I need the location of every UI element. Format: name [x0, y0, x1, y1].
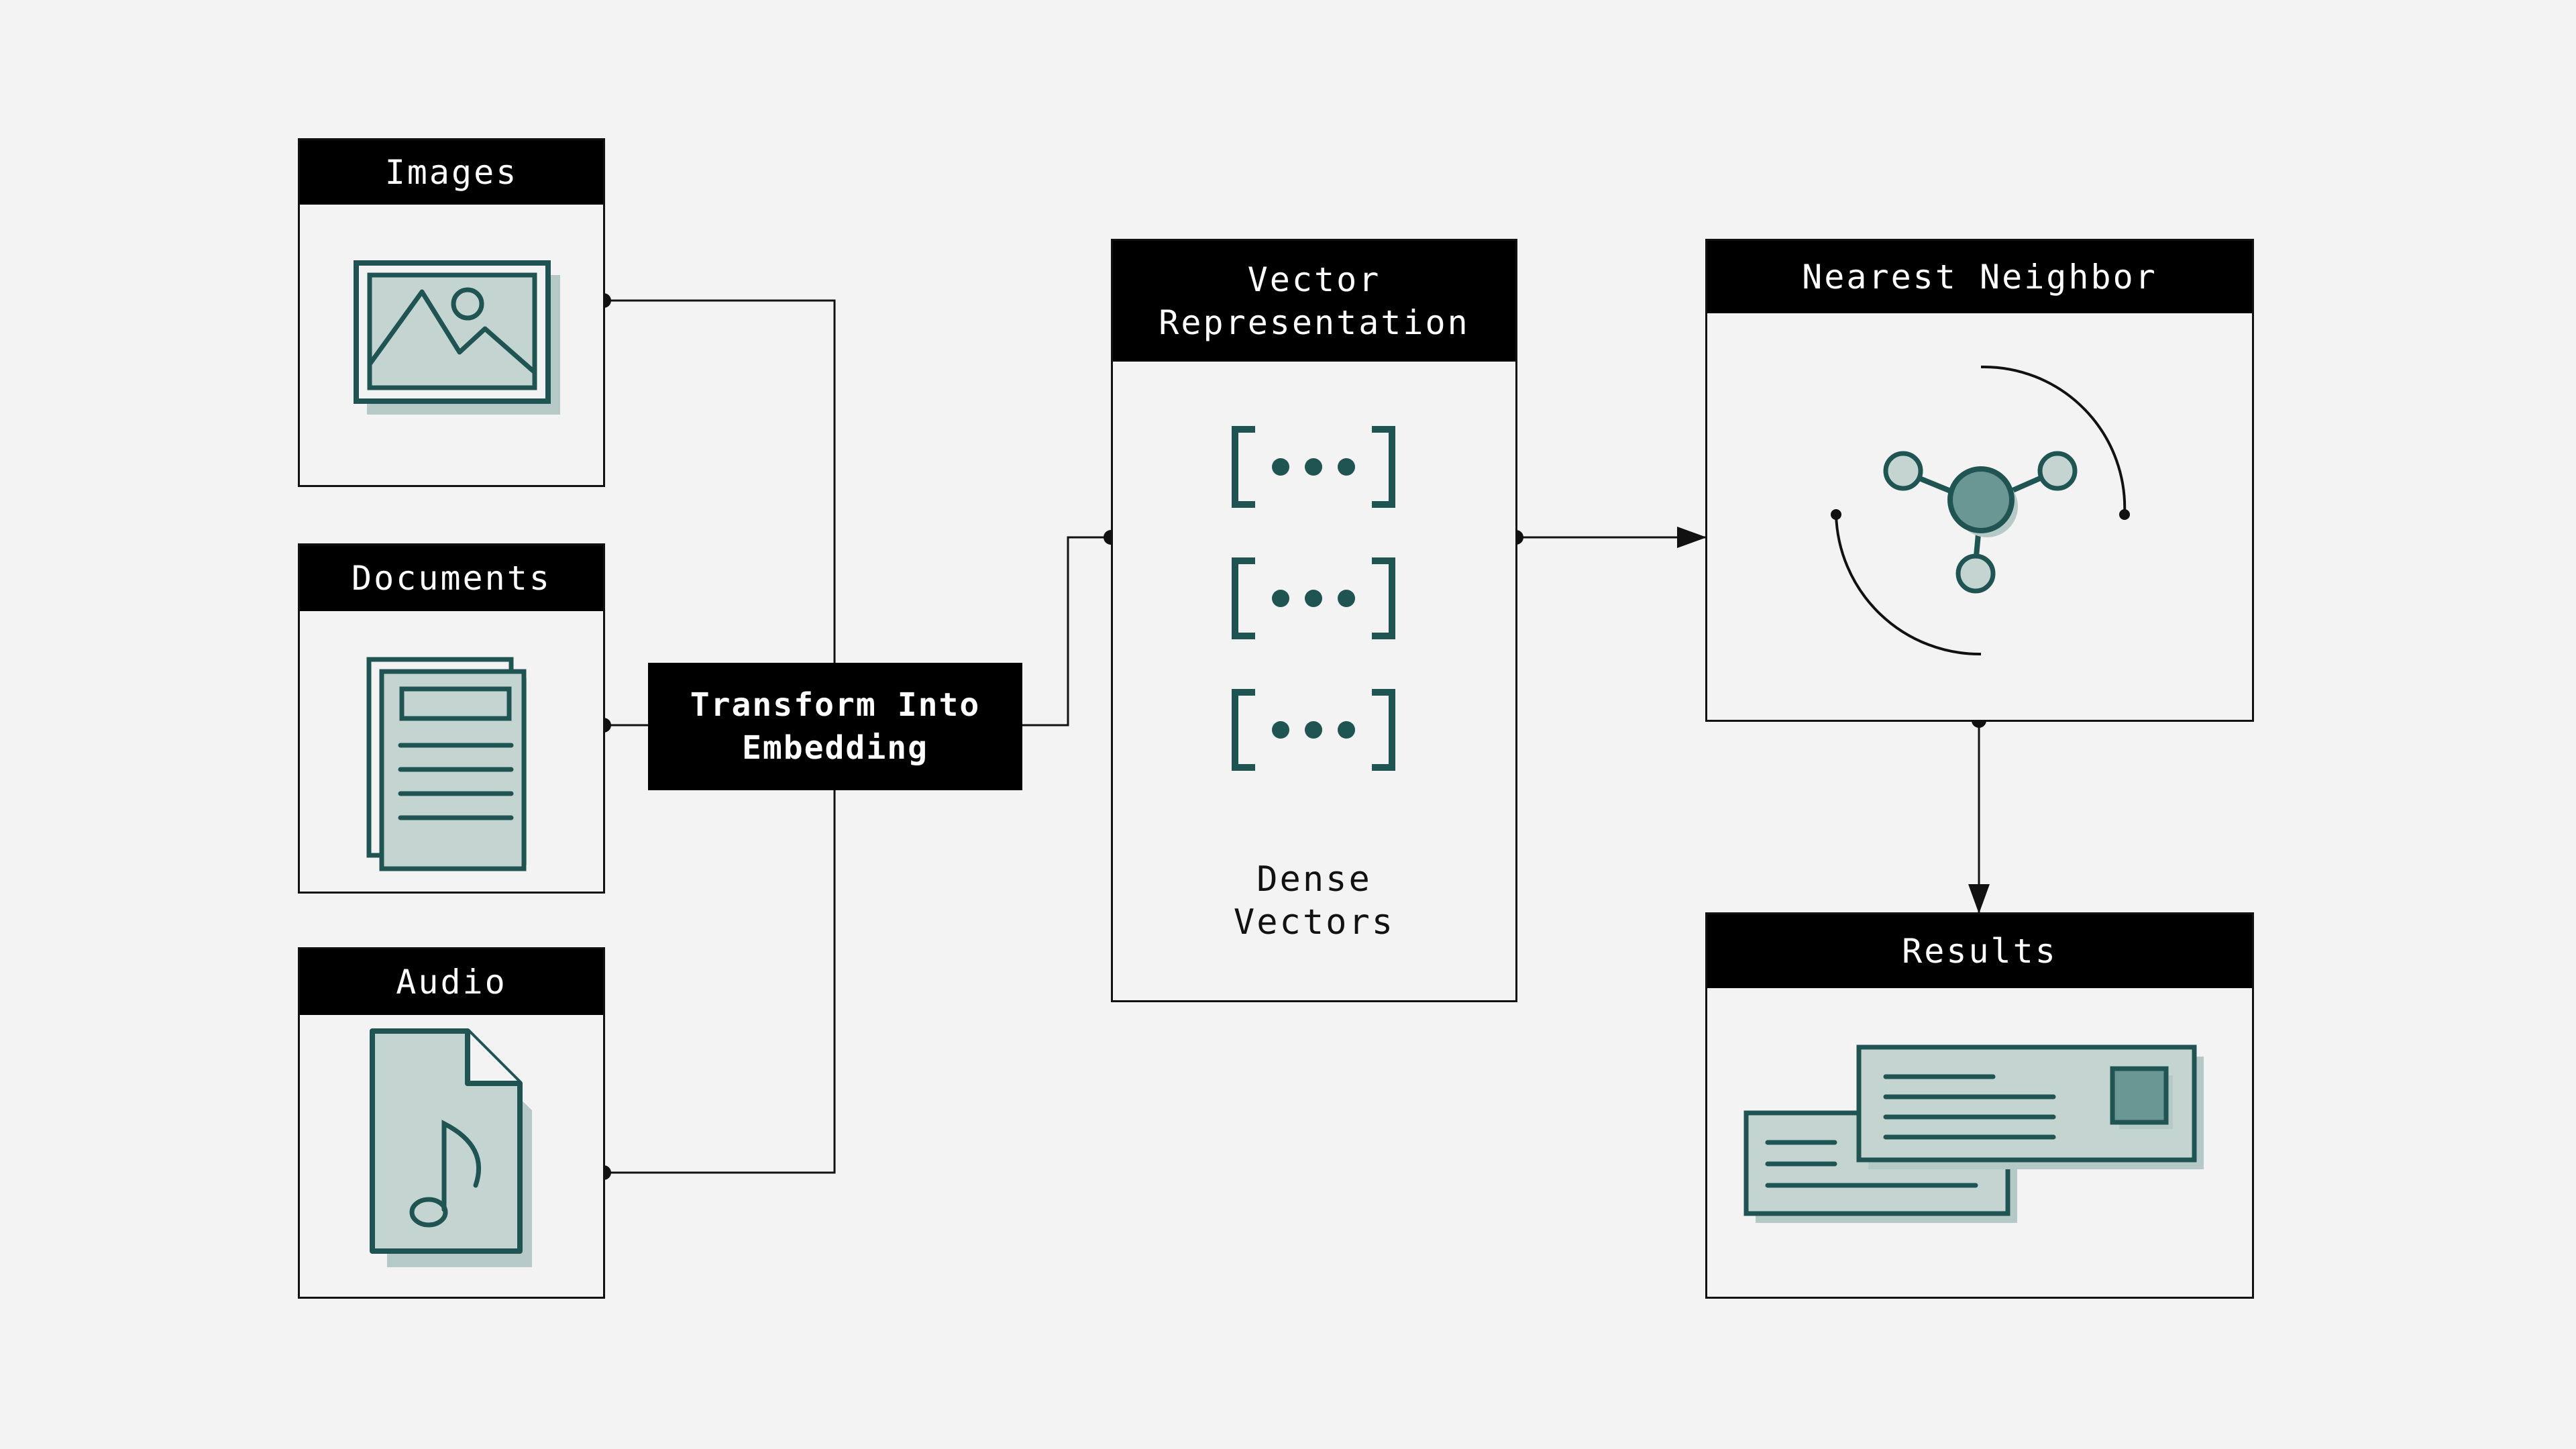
audio-card: Audio: [298, 947, 605, 1299]
images-card-title: Images: [300, 140, 603, 205]
vector-brackets-icon: [1232, 426, 1395, 771]
documents-card: Documents: [298, 543, 605, 894]
nearest-neighbor-title: Nearest Neighbor: [1707, 241, 2252, 313]
results-card: Results: [1705, 912, 2254, 1299]
vector-bracket-row: [1232, 426, 1395, 508]
dense-vectors-caption: Dense Vectors: [1233, 859, 1395, 943]
vector-bracket-row: [1232, 689, 1395, 771]
connector-images: [604, 299, 836, 664]
image-icon: [354, 260, 560, 415]
images-card: Images: [298, 138, 605, 487]
transform-into-embedding-label: Transform Into Embedding: [648, 663, 1022, 790]
nearest-neighbor-graph-icon: [1831, 365, 2130, 656]
result-cards-icon: [1743, 1044, 2204, 1223]
nearest-neighbor-card: Nearest Neighbor: [1705, 239, 2254, 722]
audio-file-icon: [370, 1028, 532, 1267]
results-title: Results: [1707, 914, 2252, 988]
documents-card-title: Documents: [300, 545, 603, 611]
vector-representation-title: Vector Representation: [1113, 241, 1515, 362]
documents-icon: [366, 657, 527, 871]
connector-audio: [604, 789, 836, 1174]
vector-bracket-row: [1232, 557, 1395, 639]
vector-representation-card: Vector Representation Dense Vectors: [1111, 239, 1517, 1002]
audio-card-title: Audio: [300, 949, 603, 1015]
connector-transform-to-vector: [1021, 536, 1111, 727]
